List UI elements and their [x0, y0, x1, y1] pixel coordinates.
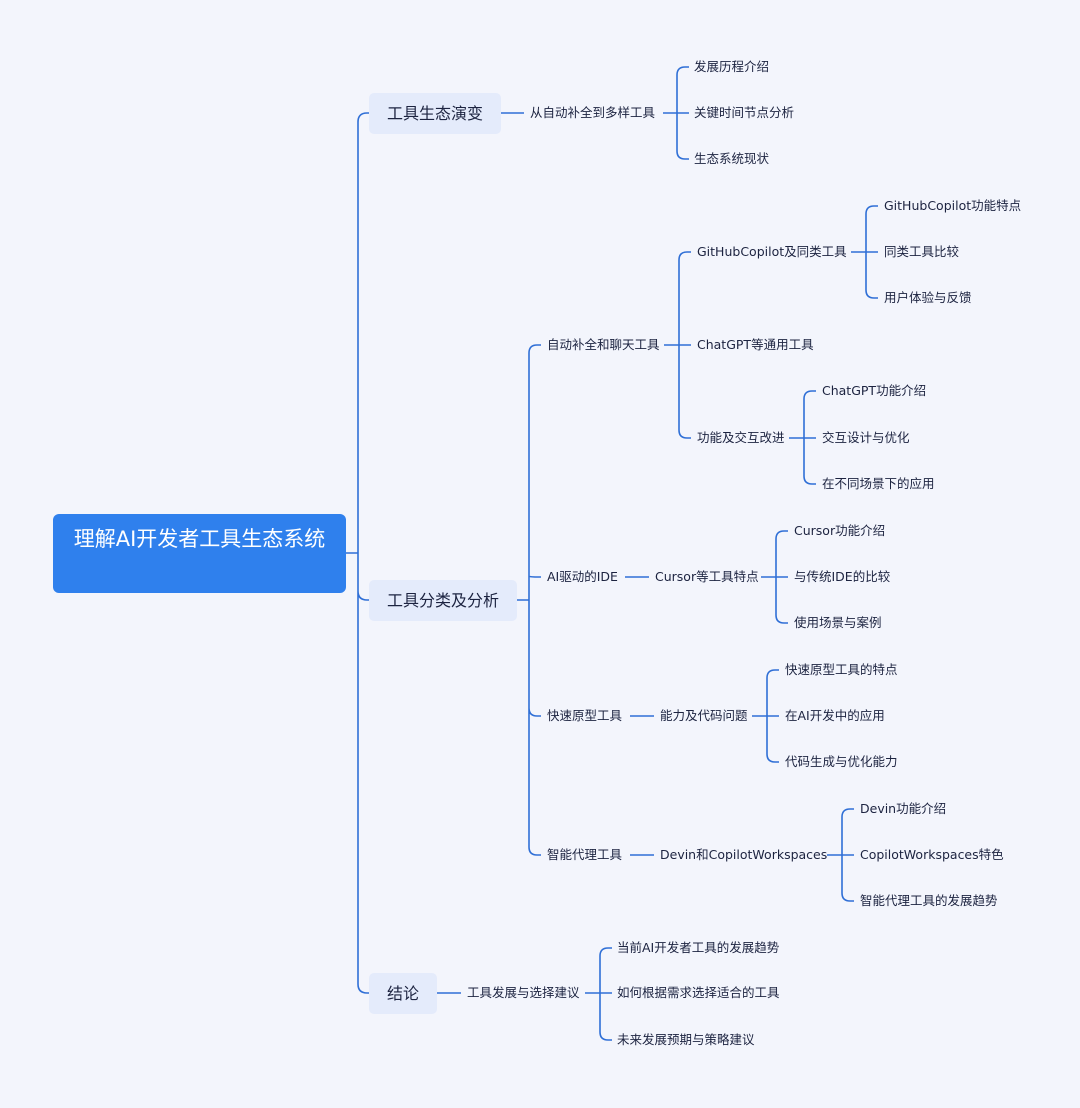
topic-traditional-ide-compare[interactable]: 与传统IDE的比较 [794, 569, 891, 584]
topic-choose-by-needs[interactable]: 如何根据需求选择适合的工具 [617, 985, 780, 1000]
topic-copilot-similar[interactable]: GitHubCopilot及同类工具 [697, 244, 847, 259]
connector-autocomplete [664, 251, 691, 439]
topic-user-feedback[interactable]: 用户体验与反馈 [884, 290, 972, 305]
topic-current-trend[interactable]: 当前AI开发者工具的发展趋势 [617, 940, 780, 955]
topic-chatgpt-general[interactable]: ChatGPT等通用工具 [697, 337, 814, 352]
topic-prototype-features[interactable]: 快速原型工具的特点 [785, 662, 898, 677]
topic-autocomplete-to-diverse[interactable]: 从自动补全到多样工具 [530, 105, 656, 120]
topic-agent-trend[interactable]: 智能代理工具的发展趋势 [860, 893, 998, 908]
connector-root-branches [346, 112, 369, 994]
topic-scenario-usage[interactable]: 在不同场景下的应用 [822, 476, 935, 491]
topic-ecosystem-status[interactable]: 生态系统现状 [694, 151, 770, 166]
branch-conclusion[interactable]: 结论 [369, 973, 437, 1014]
connector-copilot [851, 205, 878, 299]
connector-ecosystem [501, 66, 689, 160]
topic-codegen-optimize[interactable]: 代码生成与优化能力 [785, 754, 898, 769]
topic-future-strategy[interactable]: 未来发展预期与策略建议 [617, 1032, 755, 1047]
topic-chatgpt-intro[interactable]: ChatGPT功能介绍 [822, 383, 927, 398]
root-topic[interactable]: 理解AI开发者工具生态系统 [53, 514, 346, 593]
topic-selection-advice[interactable]: 工具发展与选择建议 [467, 985, 580, 1000]
connector-interaction [789, 390, 816, 485]
connector-prototype [630, 669, 779, 763]
topic-cursor-intro[interactable]: Cursor功能介绍 [794, 523, 886, 538]
connector-ide [625, 530, 788, 624]
topic-usage-cases[interactable]: 使用场景与案例 [794, 615, 882, 630]
connector-agent [630, 808, 854, 902]
branch-ecosystem[interactable]: 工具生态演变 [369, 93, 501, 134]
branch-analysis[interactable]: 工具分类及分析 [369, 580, 517, 621]
topic-key-milestones[interactable]: 关键时间节点分析 [694, 105, 795, 120]
connector-analysis [517, 344, 541, 856]
topic-autocomplete-chat[interactable]: 自动补全和聊天工具 [547, 337, 660, 352]
topic-copilot-features[interactable]: GitHubCopilot功能特点 [884, 198, 1022, 213]
topic-history[interactable]: 发展历程介绍 [694, 59, 770, 74]
topic-devin-intro[interactable]: Devin功能介绍 [860, 801, 947, 816]
topic-interaction-design[interactable]: 交互设计与优化 [822, 430, 910, 445]
topic-cursor-features[interactable]: Cursor等工具特点 [655, 569, 759, 584]
topic-agent-tools[interactable]: 智能代理工具 [547, 847, 623, 862]
topic-similar-compare[interactable]: 同类工具比较 [884, 244, 960, 259]
topic-copilotworkspaces-features[interactable]: CopilotWorkspaces特色 [860, 847, 1004, 862]
topic-prototype-tools[interactable]: 快速原型工具 [547, 708, 623, 723]
connector-conclusion [437, 947, 612, 1041]
topic-ai-ide[interactable]: AI驱动的IDE [547, 569, 618, 584]
topic-interaction-improve[interactable]: 功能及交互改进 [697, 430, 785, 445]
topic-devin-copilotworkspaces[interactable]: Devin和CopilotWorkspaces [660, 847, 828, 862]
topic-capability-code[interactable]: 能力及代码问题 [660, 708, 748, 723]
topic-ai-dev-usage[interactable]: 在AI开发中的应用 [785, 708, 885, 723]
